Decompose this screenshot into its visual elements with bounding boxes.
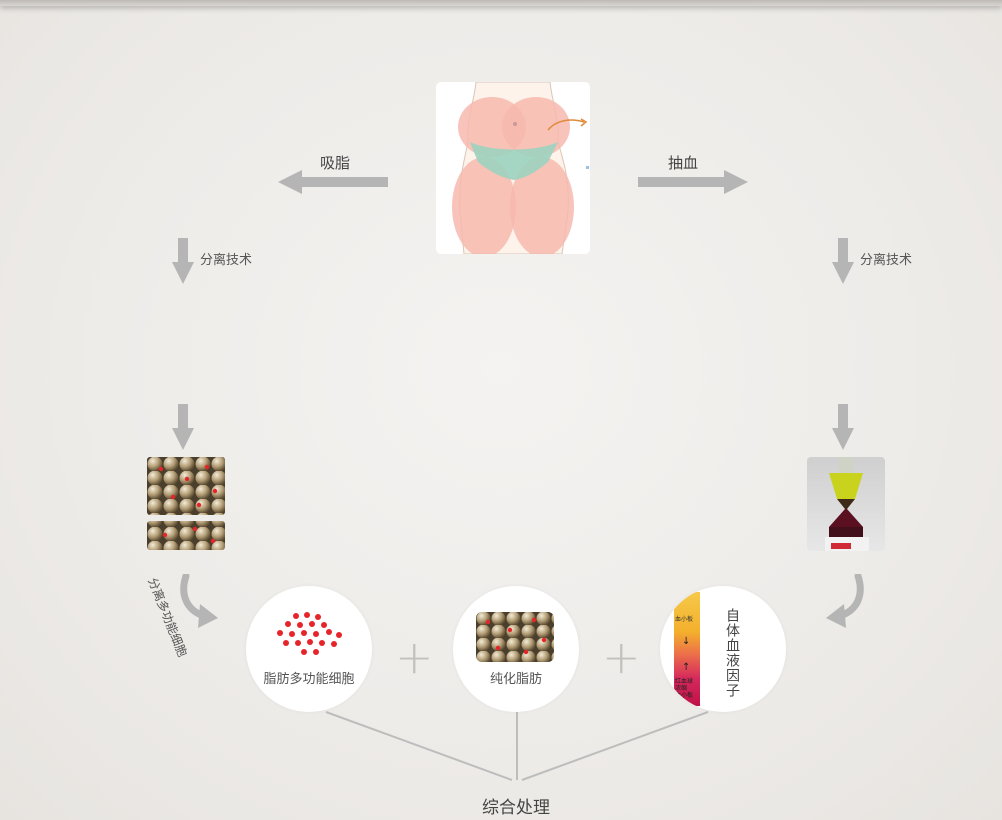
liposuction-label: 吸脂 — [320, 154, 351, 172]
arrow-down-icon — [832, 238, 854, 284]
curved-arrow-icon — [180, 574, 218, 628]
arrow-down-icon — [172, 238, 194, 284]
result-circle-purified-fat: 纯化脂肪 — [453, 586, 579, 712]
arrow-down-icon: ↓ — [682, 636, 691, 647]
tube-label-rbc: 红血球 浓缩 血小板 — [675, 678, 694, 699]
blood-layers-strip: 血小板 ↓ ↑ 红血球 浓缩 血小板 — [674, 592, 700, 706]
separation-label-right: 分离技术 — [860, 253, 913, 268]
result-caption: 自体血液因子 — [724, 608, 740, 698]
result-caption: 纯化脂肪 — [489, 672, 542, 687]
tube-label-platelets: 血小板 — [675, 616, 694, 623]
arrow-left-icon — [278, 170, 388, 194]
result-circle-blood-factors: 血小板 ↓ ↑ 红血球 浓缩 血小板 自体血液因子 — [660, 586, 786, 712]
blood-tube-image — [807, 457, 885, 551]
arrow-up-icon: ↑ — [682, 662, 691, 673]
arrow-down-icon — [172, 404, 194, 450]
plus-icon: + — [395, 630, 434, 684]
separation-label-left: 分离技术 — [200, 253, 253, 268]
plus-icon: + — [602, 630, 641, 684]
body-silhouette-image — [436, 82, 590, 254]
fat-cells-image — [147, 457, 225, 550]
result-caption: 脂肪多功能细胞 — [263, 672, 355, 687]
arrow-right-icon — [638, 170, 748, 194]
final-label: 综合处理 — [482, 798, 550, 818]
red-cells-icon — [277, 612, 342, 655]
result-circle-multifunctional-cells: 脂肪多功能细胞 — [246, 586, 372, 712]
curved-arrow-icon — [826, 574, 864, 628]
top-divider-bar — [0, 0, 1002, 6]
arrow-down-icon — [832, 404, 854, 450]
blood-draw-label: 抽血 — [668, 154, 699, 172]
purified-fat-icon — [476, 612, 554, 662]
